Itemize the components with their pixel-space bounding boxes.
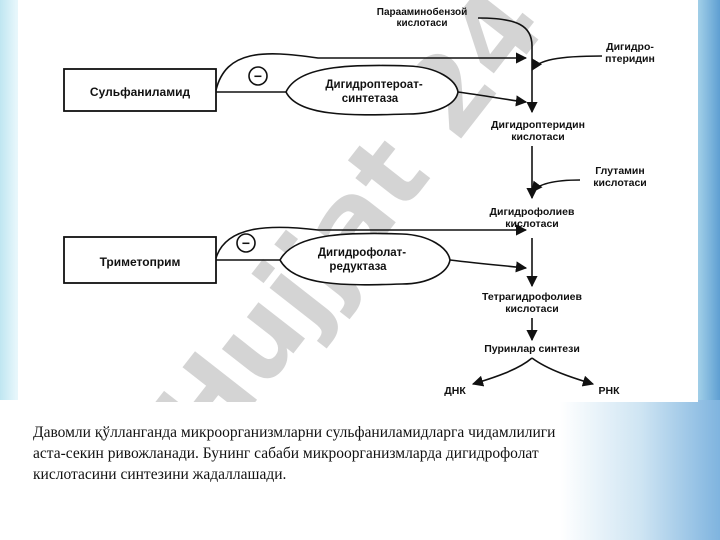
tetrahydrofolic-label-line1: Тетрагидрофолиев <box>482 291 582 303</box>
sulfonamide-competition-arrow <box>215 52 528 91</box>
inhibition-symbol-1 <box>248 66 268 86</box>
caption-line-1: Давомли қўлланганда микроорганизмларни с… <box>33 424 556 441</box>
diagram-canvas: Hujjat 24 Сульфаниламид Триметоприм − Ди… <box>63 0 655 402</box>
reductase-label-line2: редуктаза <box>329 261 387 273</box>
inhibition-symbol-2 <box>236 233 256 253</box>
paba-label-line1: Парааминобензой <box>377 6 467 18</box>
paba-label-line2: кислотаси <box>397 18 448 29</box>
caption-line-2: аста-секин ривожланади. Бунинг сабаби ми… <box>33 445 539 462</box>
slide-background-bottom <box>0 400 720 540</box>
watermark: Hujjat 24 <box>130 0 569 402</box>
watermark-text: Hujjat 24 <box>130 0 569 402</box>
dna-arrow <box>471 357 533 387</box>
reductase-label-line1: Дигидрофолат- <box>318 247 406 259</box>
pteridine-label-line2: птеридин <box>605 53 655 65</box>
folate-pathway-diagram: Hujjat 24 Сульфаниламид Триметоприм − Ди… <box>18 0 698 402</box>
synthetase-ellipse <box>285 64 459 116</box>
pteridine-label-line1: Дигидро- <box>606 41 654 53</box>
glutamic-input-arrow <box>531 179 581 193</box>
synthetase-label-line1: Дигидроптероат- <box>325 79 423 91</box>
glutamic-label-line1: Глутамин <box>595 165 644 177</box>
dihydropteroic-label-line1: Дигидроптеридин <box>491 119 585 131</box>
caption-text: Давомли қўлланганда микроорганизмларни с… <box>33 422 685 485</box>
sulfonamide-label: Сульфаниламид <box>90 85 191 99</box>
paba-input-line <box>477 17 533 47</box>
trimethoprim-competition-arrow <box>215 224 528 259</box>
reductase-action-arrow <box>449 259 528 273</box>
pteridine-input-arrow <box>531 55 603 71</box>
reductase-ellipse <box>279 232 451 286</box>
rna-arrow <box>531 357 595 387</box>
dihydropteroic-label-line2: кислотаси <box>511 131 565 143</box>
dihydrofolic-label-line2: кислотаси <box>505 218 559 230</box>
synthetase-label-line2: синтетаза <box>342 93 399 105</box>
rna-label: РНК <box>599 385 621 397</box>
dihydrofolic-label-line1: Дигидрофолиев <box>490 206 575 218</box>
purines-label: Пуринлар синтези <box>484 343 580 355</box>
caption-line-3: кислотасини синтезини жадаллашади. <box>33 466 287 483</box>
tetrahydrofolic-label-line2: кислотаси <box>505 303 559 315</box>
trimethoprim-label: Триметоприм <box>100 255 181 269</box>
inhibition-sign-2: − <box>242 235 250 251</box>
glutamic-label-line2: кислотаси <box>593 177 647 189</box>
synthetase-action-arrow <box>457 91 528 107</box>
dna-label: ДНК <box>444 385 466 397</box>
inhibition-sign-1: − <box>254 68 262 84</box>
